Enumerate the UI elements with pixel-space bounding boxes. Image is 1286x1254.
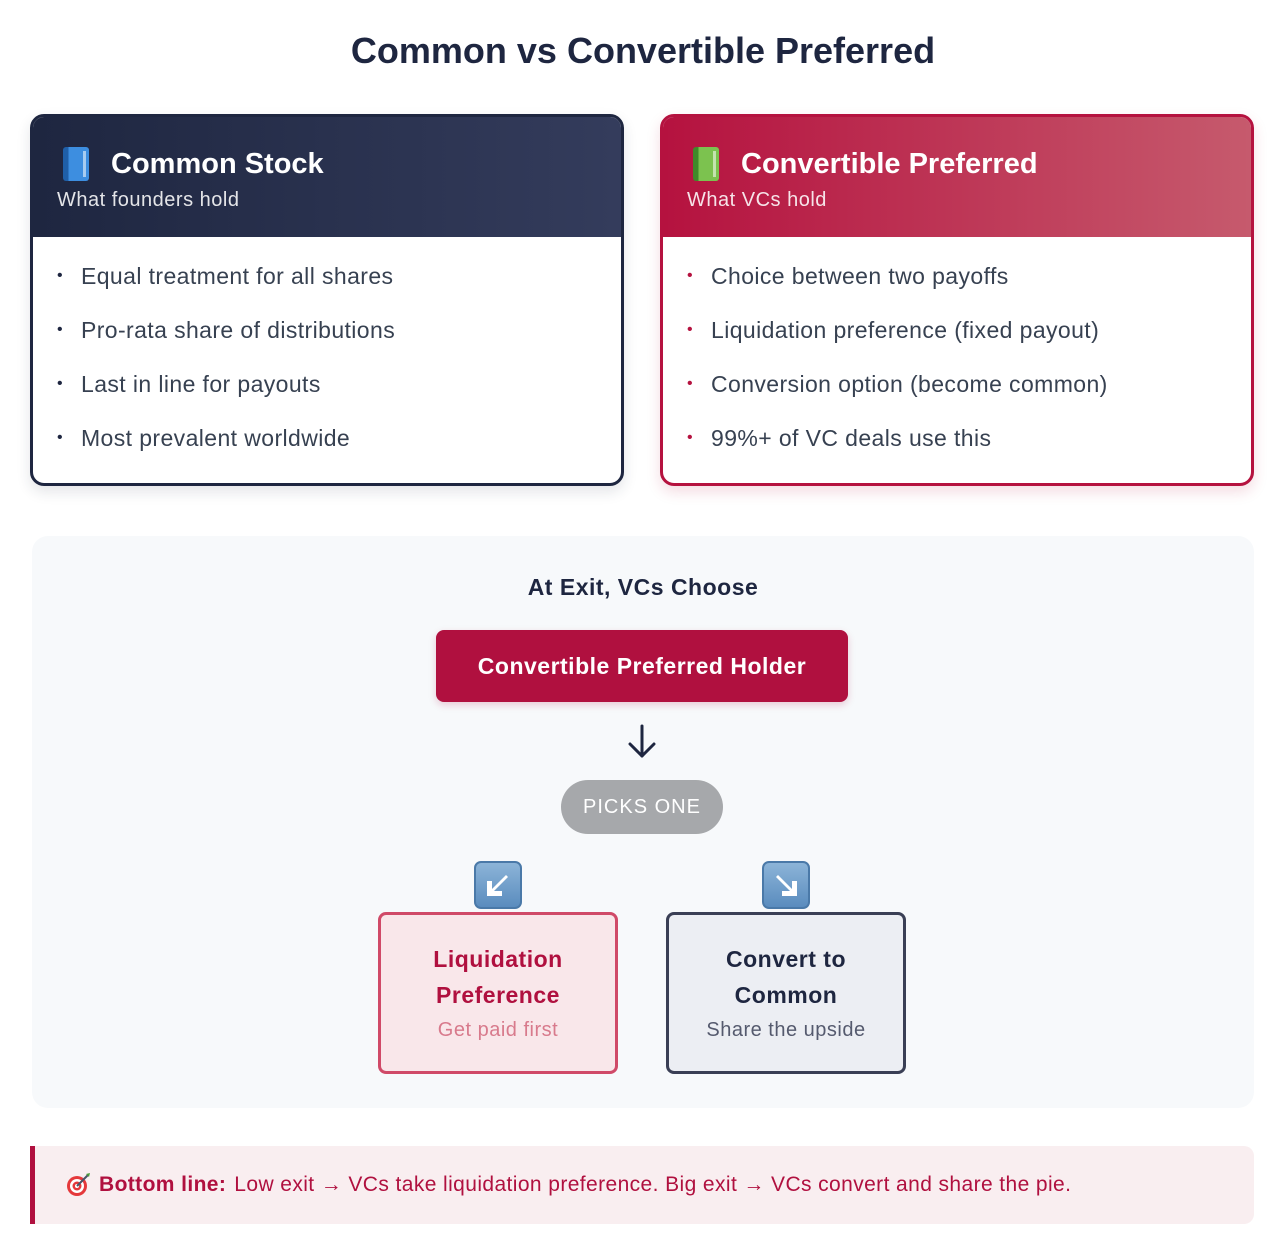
arrow-down-left-icon <box>474 861 522 909</box>
down-arrow-icon <box>628 724 656 758</box>
liquidation-preference-option: Liquidation Preference Get paid first <box>378 912 618 1074</box>
list-item: •Liquidation preference (fixed payout) <box>687 317 1100 343</box>
convert-to-common-subtitle: Share the upside <box>706 1019 866 1041</box>
common-stock-subtitle: What founders hold <box>57 189 240 211</box>
bullet-icon: • <box>57 429 64 446</box>
common-stock-list: •Equal treatment for all shares •Pro-rat… <box>33 237 621 479</box>
arrow-down-right-icon <box>762 861 810 909</box>
common-stock-header: Common Stock What founders hold <box>33 117 621 237</box>
list-item: •Last in line for payouts <box>57 371 321 397</box>
page-title: Common vs Convertible Preferred <box>350 30 936 71</box>
common-stock-title: Common Stock <box>111 147 324 180</box>
bottom-line-text: Low exit → VCs take liquidation preferen… <box>234 1173 1072 1196</box>
exit-choice-title: At Exit, VCs Choose <box>527 574 759 600</box>
bullet-icon: • <box>687 429 694 446</box>
bullet-icon: • <box>687 267 694 284</box>
convert-to-common-option: Convert to Common Share the upside <box>666 912 906 1074</box>
bullet-icon: • <box>57 375 64 392</box>
bullet-icon: • <box>687 375 694 392</box>
picks-one-pill: PICKS ONE <box>561 780 723 834</box>
convertible-preferred-list: •Choice between two payoffs •Liquidation… <box>663 237 1251 479</box>
list-item: •Equal treatment for all shares <box>57 263 394 289</box>
common-stock-card: Common Stock What founders hold •Equal t… <box>30 114 624 486</box>
list-item: •99%+ of VC deals use this <box>687 425 992 451</box>
target-icon <box>67 1173 90 1196</box>
green-book-icon <box>693 147 719 181</box>
bottom-line-label: Bottom line: <box>99 1173 227 1196</box>
convertible-preferred-card: Convertible Preferred What VCs hold •Cho… <box>660 114 1254 486</box>
bullet-icon: • <box>57 267 64 284</box>
list-item: •Conversion option (become common) <box>687 371 1108 397</box>
convertible-preferred-holder-node: Convertible Preferred Holder <box>436 630 848 702</box>
bullet-icon: • <box>687 321 694 338</box>
bottom-line-callout: Bottom line: Low exit → VCs take liquida… <box>30 1146 1254 1224</box>
blue-book-icon <box>63 147 89 181</box>
liquidation-preference-subtitle: Get paid first <box>437 1019 559 1041</box>
list-item: •Choice between two payoffs <box>687 263 1009 289</box>
convertible-preferred-title: Convertible Preferred <box>741 147 1038 180</box>
convertible-preferred-subtitle: What VCs hold <box>687 189 827 211</box>
convertible-preferred-header: Convertible Preferred What VCs hold <box>663 117 1251 237</box>
list-item: •Pro-rata share of distributions <box>57 317 396 343</box>
list-item: •Most prevalent worldwide <box>57 425 351 451</box>
bullet-icon: • <box>57 321 64 338</box>
